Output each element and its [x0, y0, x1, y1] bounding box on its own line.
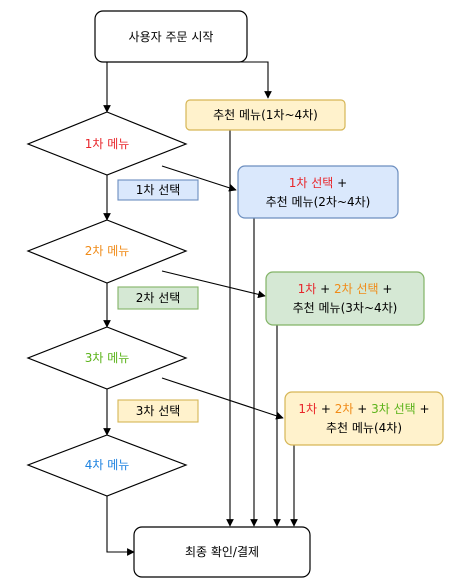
decision-menu-4: 4차 메뉴 — [26, 434, 188, 497]
selection-label-1: 1차 선택 — [117, 179, 199, 201]
start-label: 사용자 주문 시작 — [129, 30, 214, 44]
connectors — [103, 61, 298, 556]
rec2-line1: 1차 + 2차 선택 + — [298, 282, 393, 296]
recommend-node-2: 1차 + 2차 선택 + 추천 메뉴(3차~4차) — [265, 271, 425, 326]
selection-3-text: 3차 선택 — [136, 404, 181, 418]
rec2-line2: 추천 메뉴(3차~4차) — [293, 300, 398, 315]
decision-menu-2: 2차 메뉴 — [26, 219, 188, 284]
decision-menu-4-label: 4차 메뉴 — [85, 458, 130, 472]
end-label: 최종 확인/결제 — [185, 545, 259, 559]
selection-1-text: 1차 선택 — [136, 183, 181, 197]
selection-label-2: 2차 선택 — [117, 286, 199, 310]
arrow-menu2-to-rec2 — [161, 270, 266, 299]
decision-menu-3-label: 3차 메뉴 — [85, 351, 130, 365]
recommend-all-label: 추천 메뉴(1차~4차) — [213, 107, 318, 122]
rec1-line2: 추천 메뉴(2차~4차) — [266, 194, 371, 209]
rec1-line1: 1차 선택 + — [289, 176, 347, 190]
rec3-line2: 추천 메뉴(4차) — [326, 420, 402, 435]
recommend-node-1: 1차 선택 + 추천 메뉴(2차~4차) — [237, 165, 399, 219]
rec3-line1: 1차 + 2차 + 3차 선택 + — [298, 402, 429, 416]
selection-label-3: 3차 선택 — [117, 399, 199, 423]
start-node: 사용자 주문 시작 — [94, 10, 248, 63]
decision-menu-2-label: 2차 메뉴 — [85, 244, 130, 258]
selection-2-text: 2차 선택 — [136, 291, 181, 305]
decision-menu-1-label: 1차 메뉴 — [85, 137, 130, 151]
decision-menu-3: 3차 메뉴 — [26, 326, 188, 390]
decision-menu-1: 1차 메뉴 — [26, 111, 188, 176]
end-node: 최종 확인/결제 — [133, 526, 311, 578]
arrow-menu1-to-rec1 — [161, 165, 237, 192]
recommend-node-3: 1차 + 2차 + 3차 선택 + 추천 메뉴(4차) — [284, 391, 444, 446]
recommend-all-node: 추천 메뉴(1차~4차) — [185, 99, 346, 131]
arrow-menu3-to-rec3 — [161, 377, 284, 420]
arrow-start-to-recommend — [220, 61, 272, 99]
arrow-menu4-to-end — [106, 496, 135, 556]
